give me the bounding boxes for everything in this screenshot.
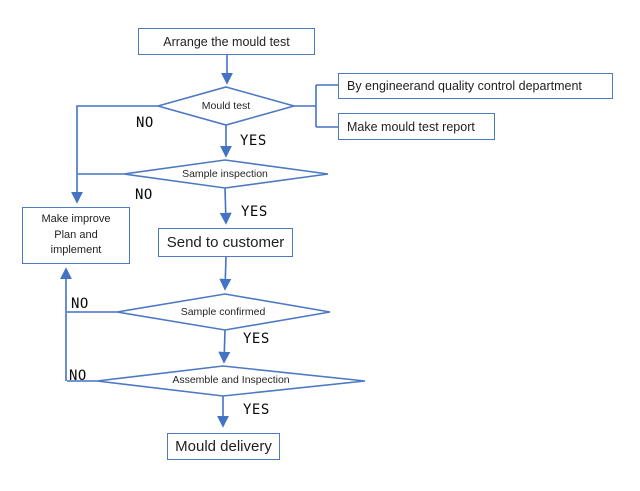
node-by-engineer-label: By engineerand quality control departmen…	[347, 79, 582, 93]
edge-label-yes-assemble: YES	[243, 402, 270, 418]
node-make-report-label: Make mould test report	[347, 119, 475, 134]
node-arrange-mould-test: Arrange the mould test	[138, 28, 315, 55]
edge-label-yes-mould-test: YES	[240, 133, 267, 149]
node-send-to-customer: Send to customer	[158, 228, 293, 257]
node-by-engineer: By engineerand quality control departmen…	[338, 73, 613, 99]
node-mould-delivery: Mould delivery	[167, 433, 280, 460]
node-make-improve-label: Make improve Plan and implement	[41, 212, 111, 257]
edge-label-no-assemble: NO	[69, 368, 87, 384]
node-make-improve: Make improve Plan and implement	[22, 207, 130, 264]
connector-sampleconfirmed-to-assemble	[218, 329, 231, 364]
connector-sampleinspection-to-send	[219, 187, 232, 225]
edge-label-yes-sample-inspection: YES	[241, 204, 268, 220]
edge-label-no-mould-test: NO	[136, 115, 154, 131]
node-make-report: Make mould test report	[338, 113, 495, 140]
diamond-sample-inspection	[123, 159, 329, 189]
edge-label-no-sample-inspection: NO	[135, 187, 153, 203]
node-send-to-customer-label: Send to customer	[166, 234, 285, 251]
diamond-sample-confirmed	[116, 293, 331, 331]
node-mould-delivery-label: Mould delivery	[175, 438, 272, 455]
diamond-mould-test	[155, 86, 297, 126]
node-arrange-label: Arrange the mould test	[163, 34, 290, 49]
connector-mouldtest-no-to-improve	[71, 105, 158, 204]
diamond-assemble-inspection	[96, 365, 366, 397]
edge-label-yes-sample-confirmed: YES	[243, 331, 270, 347]
connector-send-to-sampleconfirmed	[219, 256, 232, 291]
edge-label-no-sample-confirmed: NO	[71, 296, 89, 312]
